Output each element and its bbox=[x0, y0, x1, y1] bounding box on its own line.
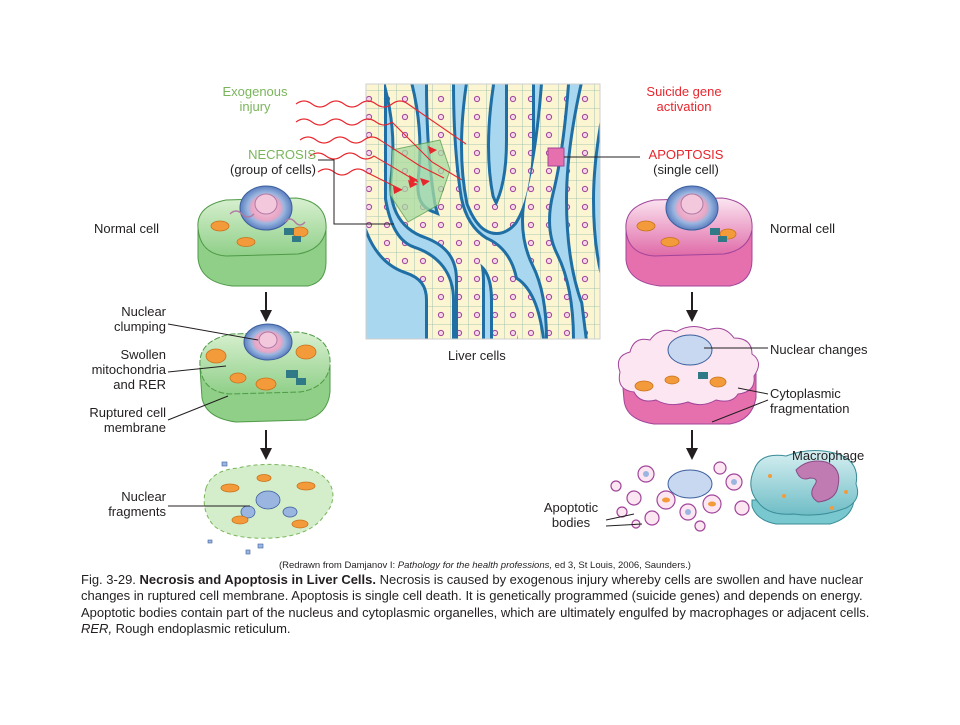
figure-caption: Fig. 3-29. Necrosis and Apoptosis in Liv… bbox=[81, 572, 881, 638]
caption-abbr-def: Rough endoplasmic reticulum. bbox=[112, 621, 291, 637]
necrosis-label-leaders bbox=[167, 323, 259, 507]
necrosis-arrow-2 bbox=[260, 430, 272, 460]
injury-arrowheads bbox=[393, 146, 437, 194]
apoptosis-arrow-1 bbox=[686, 292, 698, 322]
swollen-mitochondria-label: Swollen mitochondria and RER bbox=[66, 347, 166, 392]
liver-cells-label: Liver cells bbox=[448, 348, 506, 363]
nuclear-fragments-label: Nuclear fragments bbox=[96, 489, 166, 519]
apoptosis-label: APOPTOSIS (single cell) bbox=[636, 147, 736, 177]
credit-title: Pathology for the health professions, bbox=[397, 560, 553, 571]
caption-body: Necrosis is caused by exogenous injury w… bbox=[81, 572, 870, 620]
ruptured-membrane-label: Ruptured cell membrane bbox=[66, 405, 166, 435]
nuclear-fragments-line2: fragments bbox=[108, 504, 166, 519]
exogenous-injury-label: Exogenous injury bbox=[212, 84, 298, 114]
credit-prefix: (Redrawn from Damjanov I: bbox=[279, 560, 398, 571]
blebbing-apoptotic-cell bbox=[617, 326, 759, 425]
suicide-gene-line2: activation bbox=[656, 99, 712, 114]
apoptotic-single-cell bbox=[547, 147, 565, 167]
cyto-frag-line1: Cytoplasmic bbox=[770, 386, 841, 401]
macrophage-label: Macrophage bbox=[792, 448, 865, 463]
normal-cell-pink bbox=[625, 185, 753, 287]
apoptotic-line1: Apoptotic bbox=[543, 500, 599, 515]
apoptotic-line2: bodies bbox=[551, 515, 591, 530]
ruptured-line1: Ruptured cell bbox=[89, 405, 166, 420]
swollen-necrotic-cell bbox=[199, 323, 331, 423]
swollen-line2: mitochondria bbox=[91, 362, 166, 377]
liver-panel-frame bbox=[365, 83, 601, 340]
apoptosis-label-leaders bbox=[605, 347, 769, 527]
necrosis-label: NECROSIS (group of cells) bbox=[196, 147, 316, 177]
exogenous-injury-arrows bbox=[295, 100, 467, 191]
necrotic-cell-group bbox=[389, 139, 451, 223]
figure-credit: (Redrawn from Damjanov I: Pathology for … bbox=[279, 560, 691, 571]
normal-cell-left-label: Normal cell bbox=[94, 221, 160, 236]
nuclear-clumping-label: Nuclear clumping bbox=[96, 304, 166, 334]
nuclear-fragments-line1: Nuclear bbox=[121, 489, 166, 504]
nuclear-changes-label: Nuclear changes bbox=[770, 342, 868, 357]
suicide-gene-line1: Suicide gene bbox=[646, 84, 722, 99]
normal-cell-right-label: Normal cell bbox=[770, 221, 836, 236]
necrosis-subtitle: (group of cells) bbox=[230, 162, 316, 177]
apoptotic-bodies bbox=[610, 461, 774, 532]
suicide-gene-label: Suicide gene activation bbox=[636, 84, 732, 114]
liver-cells-panel bbox=[366, 84, 600, 339]
ruptured-line2: membrane bbox=[103, 420, 166, 435]
necrosis-leader-line bbox=[318, 159, 394, 225]
apoptotic-bodies-label: Apoptotic bodies bbox=[536, 500, 606, 530]
caption-fig-label: Fig. 3-29. bbox=[81, 572, 140, 587]
caption-title: Necrosis and Apoptosis in Liver Cells. bbox=[139, 572, 377, 587]
exogenous-injury-line2: injury bbox=[239, 99, 271, 114]
necrosis-arrow-1 bbox=[260, 292, 272, 322]
cyto-frag-line2: fragmentation bbox=[770, 401, 850, 416]
apoptosis-title: APOPTOSIS bbox=[648, 147, 724, 162]
fragmented-necrotic-cell bbox=[203, 461, 334, 555]
apoptosis-subtitle: (single cell) bbox=[653, 162, 719, 177]
credit-suffix: ed 3, St Louis, 2006, Saunders.) bbox=[552, 560, 691, 571]
nuclear-clumping-line2: clumping bbox=[113, 319, 166, 334]
swollen-line3: and RER bbox=[113, 377, 166, 392]
normal-cell-green bbox=[197, 185, 327, 287]
exogenous-injury-line1: Exogenous bbox=[222, 84, 288, 99]
apoptosis-arrow-2 bbox=[686, 430, 698, 460]
cytoplasmic-fragmentation-label: Cytoplasmic fragmentation bbox=[770, 386, 850, 416]
necrosis-title: NECROSIS bbox=[248, 147, 316, 162]
caption-abbr: RER, bbox=[81, 621, 113, 637]
swollen-line1: Swollen bbox=[120, 347, 166, 362]
nuclear-clumping-line1: Nuclear bbox=[121, 304, 166, 319]
macrophage-cell bbox=[750, 450, 859, 525]
